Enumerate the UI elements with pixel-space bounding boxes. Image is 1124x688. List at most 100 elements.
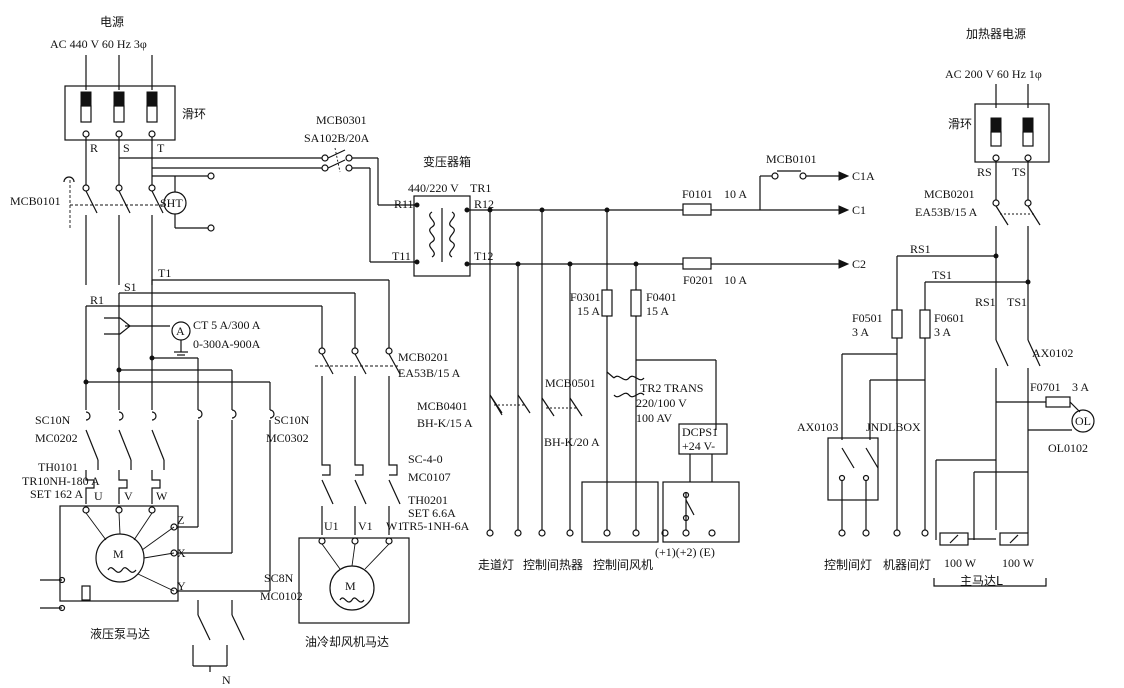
transformer-tr1 bbox=[413, 195, 471, 277]
f0301-label: F0301 bbox=[570, 290, 601, 304]
ax0102-label: AX0102 bbox=[1032, 346, 1073, 360]
dc-power-supply bbox=[678, 423, 728, 455]
th0101-set: SET 162 A bbox=[30, 487, 83, 501]
ax0103-label: AX0103 bbox=[797, 420, 838, 434]
main-motor-caption: 主马达L bbox=[960, 574, 1003, 588]
cooling-fan-motor-symbol: M bbox=[345, 579, 356, 593]
f0101-rating: 10 A bbox=[724, 187, 747, 201]
ammeter-symbol: A bbox=[176, 324, 185, 338]
main-slip-ring bbox=[64, 85, 176, 141]
f0601-rating: 3 A bbox=[934, 325, 951, 339]
mcb0301-label: MCB0301 bbox=[316, 113, 367, 127]
f0401-label: F0401 bbox=[646, 290, 677, 304]
f0201-label: F0201 bbox=[683, 273, 714, 287]
th0101-type: TR10NH-180 A bbox=[22, 474, 100, 488]
f0501-rating: 3 A bbox=[852, 325, 869, 339]
terminal-u1: U1 bbox=[324, 519, 339, 533]
heater-slip-ring bbox=[974, 103, 1050, 163]
mcb0201-heater-type: EA53B/15 A bbox=[915, 205, 978, 219]
bus-r1-label: R1 bbox=[90, 293, 104, 307]
mc0107-label: MC0107 bbox=[408, 470, 451, 484]
load-control-room-heater: 控制间热器 bbox=[523, 558, 583, 572]
bus-t1-label: T1 bbox=[158, 266, 171, 280]
mc0102-label: MC0102 bbox=[260, 589, 303, 603]
mcb0401-type: BH-K/15 A bbox=[417, 416, 473, 430]
terminal-t12: T12 bbox=[474, 249, 493, 263]
fuse-f0501 bbox=[891, 309, 903, 339]
mcb0201-fan-type: EA53B/15 A bbox=[398, 366, 461, 380]
fuse-f0301 bbox=[601, 289, 613, 317]
heater-slip-ring-label: 滑环 bbox=[948, 117, 972, 131]
terminal-v1: V1 bbox=[358, 519, 373, 533]
terminal-w1: W1 bbox=[386, 519, 403, 533]
shunt-trip-label: SHT bbox=[160, 196, 183, 210]
cooling-fan-motor-caption: 油冷却风机马达 bbox=[305, 635, 389, 649]
terminal-w: W bbox=[156, 489, 168, 503]
ct-range: 0-300A-900A bbox=[193, 337, 261, 351]
terminal-u: U bbox=[94, 489, 103, 503]
transformer-rating: 440/220 V bbox=[408, 181, 459, 195]
jndlbox-label: JNDLBOX bbox=[866, 420, 921, 434]
ol0102-label: OL0102 bbox=[1048, 441, 1088, 455]
mcb0201-heater-label: MCB0201 bbox=[924, 187, 975, 201]
f0701-label: F0701 bbox=[1030, 380, 1061, 394]
dcps1-output: +24 V- bbox=[682, 439, 715, 453]
output-c1a: C1A bbox=[852, 169, 875, 183]
sc8n-label: SC8N bbox=[264, 571, 294, 585]
sc4-0-label: SC-4-0 bbox=[408, 452, 443, 466]
dcps1-name: DCPS1 bbox=[682, 425, 718, 439]
mcb0101-main-label: MCB0101 bbox=[10, 194, 61, 208]
th0201-label: TH0201 bbox=[408, 493, 448, 507]
neutral-label: N bbox=[222, 673, 231, 687]
main-slip-ring-label: 滑环 bbox=[182, 107, 206, 121]
hydraulic-motor-symbol: M bbox=[113, 547, 124, 561]
hydraulic-motor-caption: 液压泵马达 bbox=[90, 626, 150, 641]
dcps-terminal-box bbox=[662, 481, 740, 543]
dcps1-terminals: (+1)(+2) (E) bbox=[655, 545, 715, 559]
heater-phase-ts: TS bbox=[1012, 165, 1026, 179]
bus-ts1-label: TS1 bbox=[932, 268, 952, 282]
transformer-name: TR1 bbox=[470, 181, 491, 195]
tr2-name: TR2 TRANS bbox=[640, 381, 703, 395]
mcb0501-label: MCB0501 bbox=[545, 376, 596, 390]
terminal-t11: T11 bbox=[392, 249, 411, 263]
mcb0301-type: SA102B/20A bbox=[304, 131, 370, 145]
transformer-box-title: 变压器箱 bbox=[423, 154, 471, 169]
th0201-set: SET 6.6A bbox=[408, 506, 456, 520]
fuse-f0101 bbox=[682, 203, 712, 216]
fuse-f0601 bbox=[919, 309, 931, 339]
load-control-room-lamp: 控制间灯 bbox=[824, 558, 872, 572]
mcb0201-fan-label: MCB0201 bbox=[398, 350, 449, 364]
f0201-rating: 10 A bbox=[724, 273, 747, 287]
f0501-label: F0501 bbox=[852, 311, 883, 325]
output-c1: C1 bbox=[852, 203, 866, 217]
heater-phase-rs: RS bbox=[977, 165, 992, 179]
tr2-rating: 220/100 V bbox=[636, 396, 687, 410]
th0101-label: TH0101 bbox=[38, 460, 78, 474]
fuse-f0201 bbox=[682, 257, 712, 270]
mc0202-label: MC0202 bbox=[35, 431, 78, 445]
bus-s1-label: S1 bbox=[124, 280, 137, 294]
bus-rs1-label: RS1 bbox=[910, 242, 931, 256]
phase-s-label: S bbox=[123, 141, 130, 155]
overload-relay bbox=[1071, 409, 1095, 433]
terminal-y: Y bbox=[177, 579, 186, 593]
terminal-v: V bbox=[124, 489, 133, 503]
control-room-heater-box bbox=[581, 481, 659, 543]
f0601-label: F0601 bbox=[934, 311, 965, 325]
th0201-type: TR5-1NH-6A bbox=[402, 519, 470, 533]
sc10n-left-label: SC10N bbox=[35, 413, 71, 427]
f0301-rating: 15 A bbox=[577, 304, 600, 318]
heater-supply-title: 加热器电源 bbox=[966, 27, 1026, 41]
overload-symbol: OL bbox=[1075, 414, 1091, 428]
bus-ts1-label-right: TS1 bbox=[1007, 295, 1027, 309]
tr2-va: 100 AV bbox=[636, 411, 672, 425]
f0101-label: F0101 bbox=[682, 187, 713, 201]
output-c2: C2 bbox=[852, 257, 866, 271]
f0701-rating: 3 A bbox=[1072, 380, 1089, 394]
mc0302-label: MC0302 bbox=[266, 431, 309, 445]
fuse-f0701 bbox=[1045, 396, 1071, 408]
heater-supply-rating: AC 200 V 60 Hz 1φ bbox=[945, 67, 1042, 81]
bus-rs1-label-right: RS1 bbox=[975, 295, 996, 309]
mcb0401-label: MCB0401 bbox=[417, 399, 468, 413]
